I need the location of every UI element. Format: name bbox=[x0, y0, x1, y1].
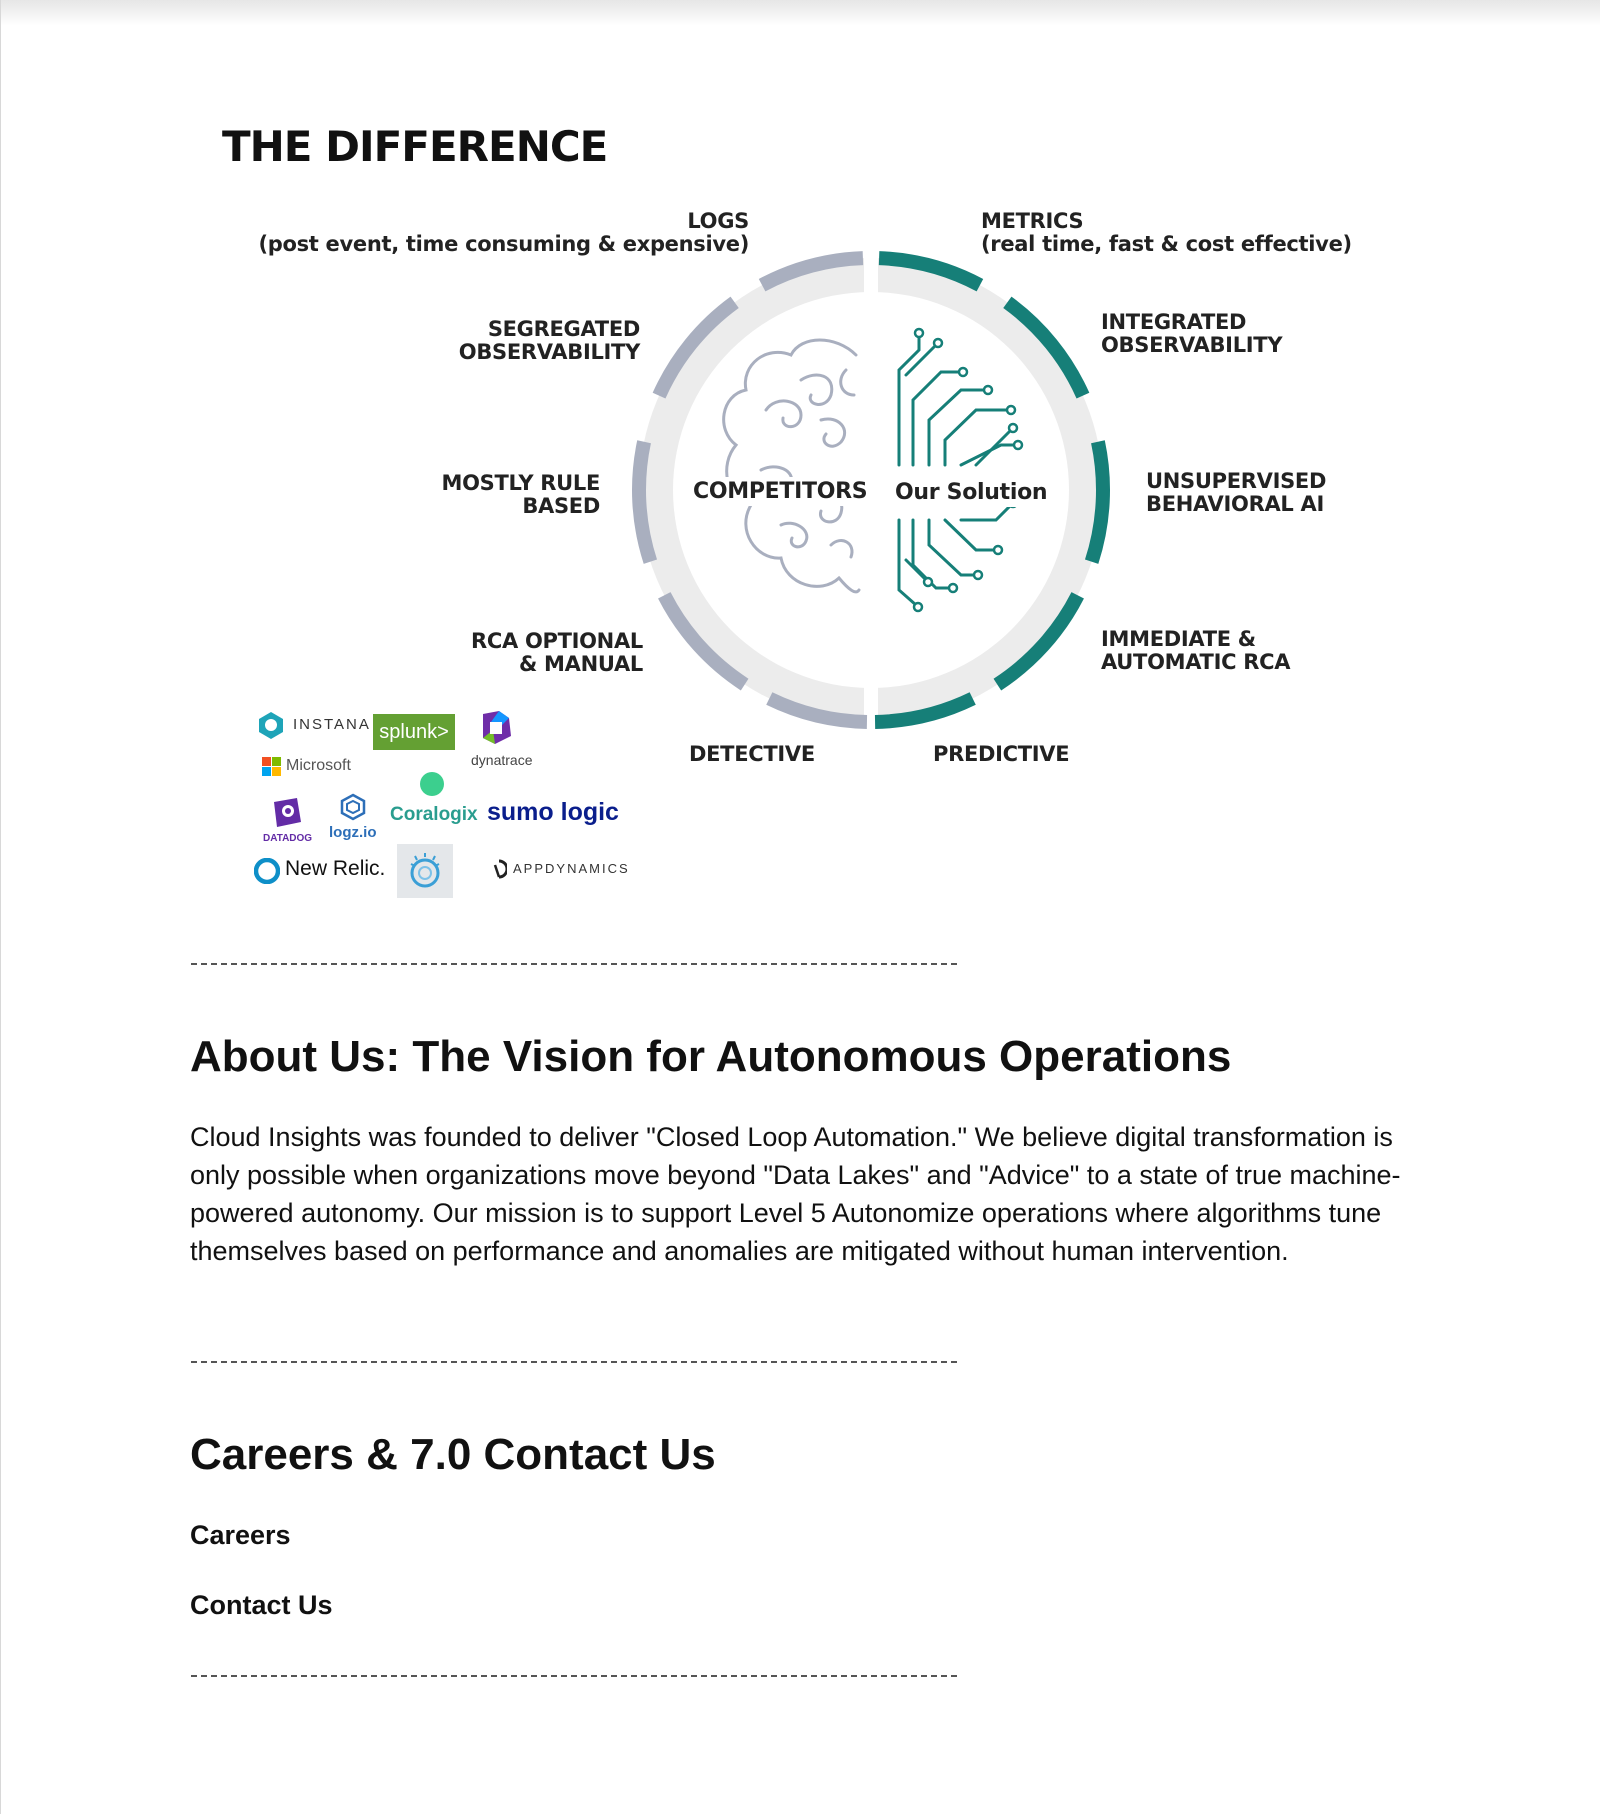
datadog-icon bbox=[274, 798, 301, 827]
predictive-label: PREDICTIVE bbox=[933, 742, 1070, 766]
coralogix-icon bbox=[420, 772, 444, 796]
solution-arc-segment bbox=[1003, 296, 1090, 399]
section-divider bbox=[191, 1675, 957, 1677]
coralogix-logo: Coralogix bbox=[390, 804, 478, 825]
rca-optional-label: RCA OPTIONAL & MANUAL bbox=[471, 629, 643, 676]
solution-arc-segment bbox=[1084, 440, 1110, 564]
competitor-arc-segment bbox=[658, 592, 749, 691]
section-divider bbox=[191, 1361, 957, 1363]
mostly-rule-based-label: MOSTLY RULE BASED bbox=[441, 471, 601, 518]
metrics-label: METRICS bbox=[981, 209, 1084, 233]
solution-segments bbox=[874, 251, 1110, 729]
dynatrace-icon bbox=[483, 711, 511, 744]
integrated-observability-label: INTEGRATED OBSERVABILITY bbox=[1101, 310, 1283, 357]
difference-title: THE DIFFERENCE bbox=[222, 122, 608, 171]
instana-logo: INSTANA bbox=[293, 716, 371, 733]
competitors-label: COMPETITORS bbox=[689, 477, 872, 506]
solution-arc-segment bbox=[993, 592, 1084, 691]
metrics-sublabel: (real time, fast & cost effective) bbox=[981, 232, 1352, 256]
solution-arc-segment bbox=[878, 251, 984, 292]
competitor-segments bbox=[632, 251, 868, 729]
careers-link[interactable]: Careers bbox=[190, 1520, 291, 1550]
about-paragraph: Cloud Insights was founded to deliver "C… bbox=[190, 1122, 1401, 1266]
contact-us-link[interactable]: Contact Us bbox=[190, 1590, 333, 1620]
logs-label: LOGS bbox=[687, 209, 749, 233]
splunk-logo: splunk> bbox=[373, 714, 455, 750]
about-heading: About Us: The Vision for Autonomous Oper… bbox=[190, 1032, 1232, 1081]
newrelic-icon bbox=[254, 858, 280, 884]
solution-circuit-icon bbox=[897, 333, 1018, 607]
newrelic-logo: New Relic. bbox=[285, 857, 386, 880]
segregated-observability-label: SEGREGATED OBSERVABILITY bbox=[458, 317, 641, 364]
sumologic-logo: sumo logic bbox=[487, 798, 619, 826]
logs-sublabel: (post event, time consuming & expensive) bbox=[258, 232, 749, 256]
careers-heading: Careers & 7.0 Contact Us bbox=[190, 1430, 716, 1479]
solution-arc-segment bbox=[874, 692, 976, 729]
datadog-logo: DATADOG bbox=[263, 833, 313, 844]
competitor-arc-segment bbox=[758, 251, 864, 292]
instana-icon bbox=[259, 712, 283, 739]
competitor-arc-segment bbox=[652, 296, 739, 399]
dynatrace-logo: dynatrace bbox=[471, 752, 533, 768]
microsoft-logo: Microsoft bbox=[286, 757, 351, 774]
competitor-arc-segment bbox=[766, 692, 868, 729]
logzio-icon bbox=[340, 793, 366, 821]
microsoft-icon bbox=[262, 757, 281, 776]
logzio-logo: logz.io bbox=[329, 824, 377, 841]
detective-label: DETECTIVE bbox=[689, 742, 815, 766]
appdynamics-icon bbox=[493, 859, 507, 879]
our-solution-label: Our Solution bbox=[891, 478, 1052, 507]
immediate-rca-label: IMMEDIATE & AUTOMATIC RCA bbox=[1101, 627, 1291, 674]
competitor-arc-segment bbox=[632, 440, 658, 564]
appdynamics-logo: APPDYNAMICS bbox=[513, 861, 630, 876]
ibm-icon bbox=[397, 844, 453, 898]
section-divider bbox=[191, 963, 957, 965]
top-shadow bbox=[1, 0, 1600, 26]
unsupervised-ai-label: UNSUPERVISED BEHAVIORAL AI bbox=[1146, 469, 1327, 516]
